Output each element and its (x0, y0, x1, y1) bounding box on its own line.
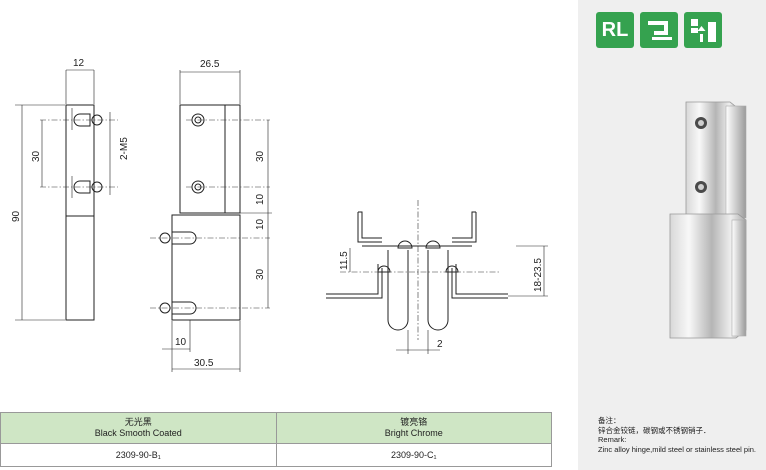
part-number-chrome: 2309-90-C₁ (275, 443, 552, 467)
feature-badges: RL (596, 12, 722, 48)
column-header-black: 无光黑 Black Smooth Coated (0, 412, 277, 444)
dim-gap-2: 2 (437, 339, 443, 350)
dim-right-10-lower: 10 (255, 218, 266, 230)
section-view: 11.5 18-23.5 2 (326, 200, 548, 354)
column-header-chrome-cn: 镀亮铬 (400, 417, 428, 427)
dim-bottom-30-5: 30.5 (194, 358, 214, 369)
column-header-chrome-en: Bright Chrome (384, 428, 443, 438)
column-header-black-en: Black Smooth Coated (94, 428, 182, 438)
remark-line-cn: 锌合金铰链，碳钢或不锈钢销子． (598, 425, 711, 435)
table-header-row: 无光黑 Black Smooth Coated 镀亮铬 Bright Chrom… (0, 412, 552, 444)
hinge-photo (669, 101, 747, 339)
remark-line-en: Zinc alloy hinge,mild steel or stainless… (598, 444, 756, 454)
table-row: 2309-90-B₁ 2309-90-C₁ (0, 443, 552, 467)
technical-drawing: 12 90 30 2-M5 26.5 (11, 58, 548, 372)
remark-block: 备注： 锌合金铰链，碳钢或不锈钢销子． Remark: Zinc alloy h… (598, 416, 763, 454)
mounting-icon (684, 12, 722, 48)
remark-title-cn: 备注： (598, 416, 621, 425)
remark-title-en: Remark: (598, 435, 627, 444)
dim-pitch-30: 30 (31, 150, 42, 162)
column-header-chrome: 镀亮铬 Bright Chrome (275, 412, 552, 444)
dim-right-30-lower: 30 (255, 268, 266, 280)
dim-11-5: 11.5 (339, 251, 350, 270)
dim-width-12: 12 (73, 58, 85, 69)
part-number-black: 2309-90-B₁ (0, 443, 277, 467)
glass-clamp-icon (640, 12, 678, 48)
dim-width-26-5: 26.5 (200, 59, 220, 70)
column-header-black-cn: 无光黑 (124, 417, 152, 427)
rl-badge-label: RL (601, 19, 629, 41)
rl-badge: RL (596, 12, 634, 48)
dim-right-10-upper: 10 (255, 193, 266, 205)
dim-right-30-upper: 30 (255, 150, 266, 162)
side-view: 12 90 30 2-M5 (11, 58, 130, 321)
finish-table: 无光黑 Black Smooth Coated 镀亮铬 Bright Chrom… (0, 412, 552, 467)
product-panel: RL (578, 0, 766, 470)
dim-bottom-10: 10 (175, 337, 187, 348)
dim-height-90: 90 (11, 210, 22, 222)
front-view: 26.5 30 10 10 30 10 30.5 (150, 59, 272, 372)
dim-18-23-5: 18-23.5 (533, 258, 544, 292)
dim-thread-2m5: 2-M5 (119, 137, 130, 160)
